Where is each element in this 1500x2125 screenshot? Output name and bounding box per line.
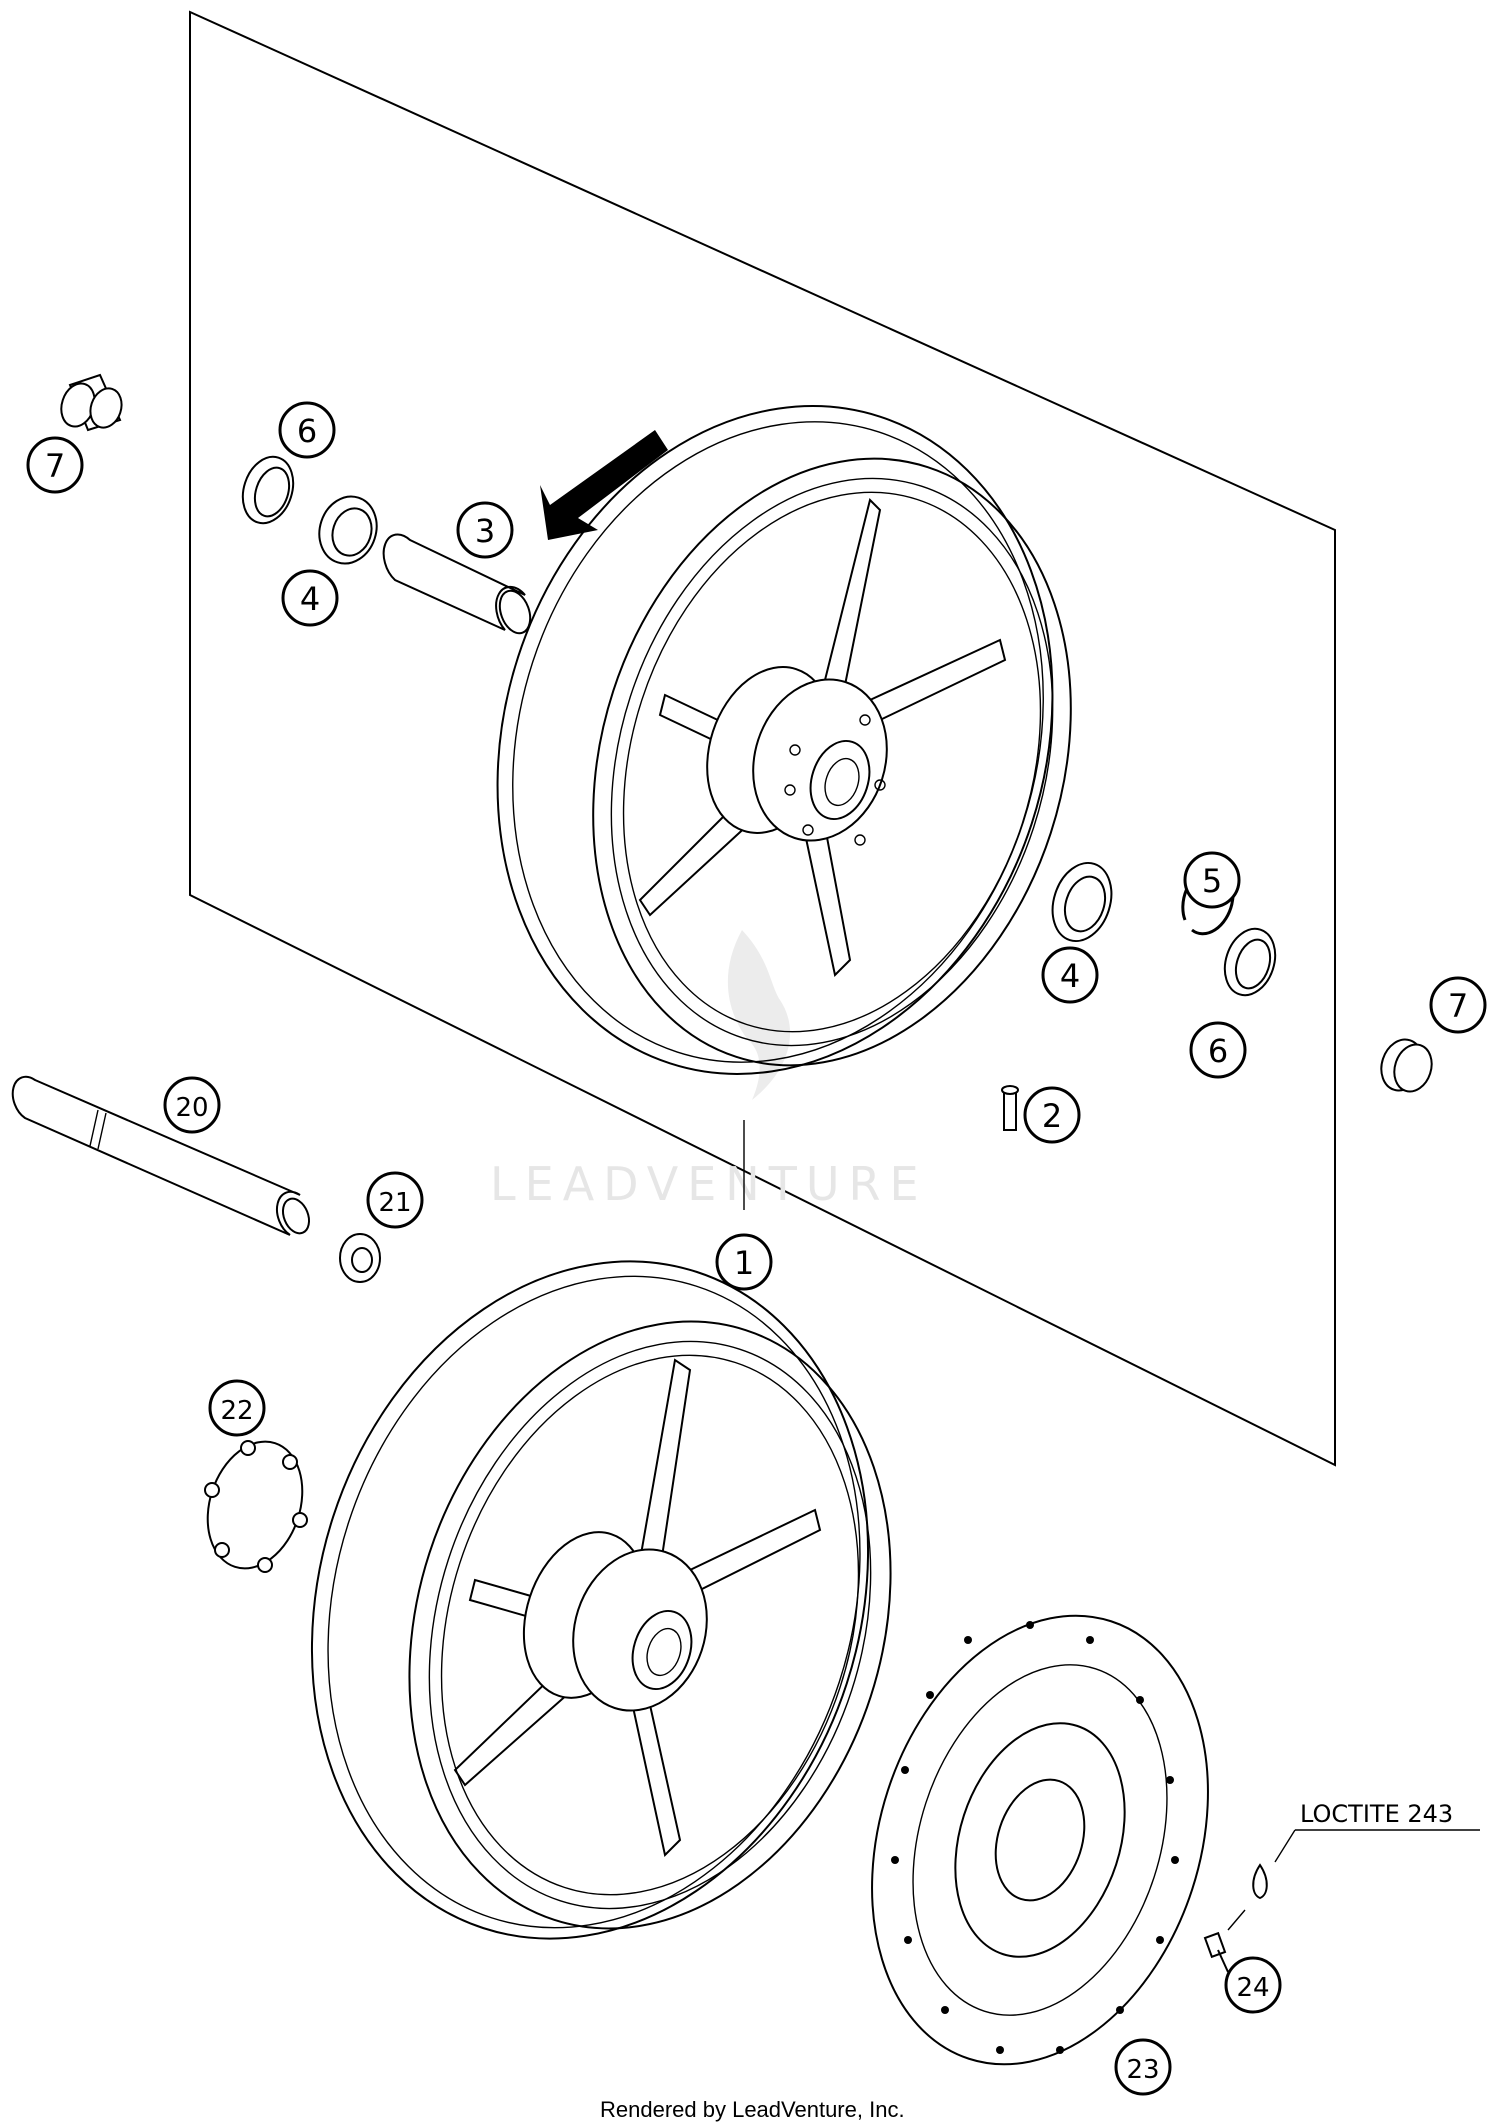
spacer-cap-right — [1380, 1038, 1433, 1093]
spacer-tube — [382, 533, 532, 635]
bearing-right — [1051, 861, 1113, 943]
brake-disc — [871, 1614, 1209, 2066]
watermark-text: LEADVENTURE — [490, 1157, 928, 1211]
spacer-cap-left — [60, 373, 123, 432]
callout-24-label: 24 — [1236, 1973, 1269, 2003]
wheel-rim-upper — [496, 405, 1072, 1075]
tire-valve — [1001, 1085, 1019, 1131]
callout-3: 3 — [456, 501, 514, 559]
loctite-note: LOCTITE 243 — [1300, 1800, 1453, 1828]
wheel-rim-lower — [310, 1260, 892, 1940]
seal-ring-right — [1223, 927, 1277, 997]
callout-23: 23 — [1114, 2038, 1172, 2096]
disc-screw — [1203, 1931, 1229, 1973]
callout-21-label: 21 — [378, 1188, 411, 1218]
wheel-spindle — [11, 1075, 311, 1236]
callout-4-left: 4 — [281, 569, 339, 627]
callout-21: 21 — [366, 1171, 424, 1229]
callout-7-right-label: 7 — [1448, 987, 1468, 1025]
callout-4-right: 4 — [1041, 946, 1099, 1004]
callout-22: 22 — [208, 1379, 266, 1437]
callout-6-right-label: 6 — [1208, 1032, 1228, 1070]
callout-1: 1 — [715, 1233, 773, 1291]
rotation-direction-arrow-icon — [540, 430, 668, 540]
callout-7-left-label: 7 — [45, 447, 65, 485]
callout-4-right-label: 4 — [1060, 957, 1080, 995]
callout-6-right: 6 — [1189, 1021, 1247, 1079]
assembly-panel — [189, 10, 1336, 1467]
callout-5: 5 — [1183, 851, 1241, 909]
callout-22-label: 22 — [220, 1396, 253, 1426]
callout-7-left: 7 — [26, 436, 84, 494]
callout-20-label: 20 — [175, 1093, 208, 1123]
callout-6-left-label: 6 — [297, 412, 317, 450]
callout-2-label: 2 — [1042, 1097, 1062, 1135]
callout-20: 20 — [163, 1076, 221, 1134]
callout-3-label: 3 — [475, 512, 495, 550]
callout-23-label: 23 — [1126, 2055, 1159, 2085]
callout-2: 2 — [1023, 1086, 1081, 1144]
bearing-left — [318, 495, 378, 565]
callout-7-right: 7 — [1429, 976, 1487, 1034]
callout-24: 24 — [1224, 1956, 1282, 2014]
sensor-ring — [204, 1440, 308, 1573]
collar-nut — [339, 1233, 381, 1283]
loctite-drop-icon — [1252, 1863, 1268, 1900]
footer-credit: Rendered by LeadVenture, Inc. — [600, 2097, 905, 2122]
seal-ring-left — [241, 455, 295, 525]
callout-5-label: 5 — [1202, 862, 1222, 900]
watermark: LEADVENTURE — [490, 930, 928, 1211]
callout-6-left: 6 — [278, 401, 336, 459]
callout-4-left-label: 4 — [300, 580, 320, 618]
callout-1-label: 1 — [734, 1244, 754, 1282]
